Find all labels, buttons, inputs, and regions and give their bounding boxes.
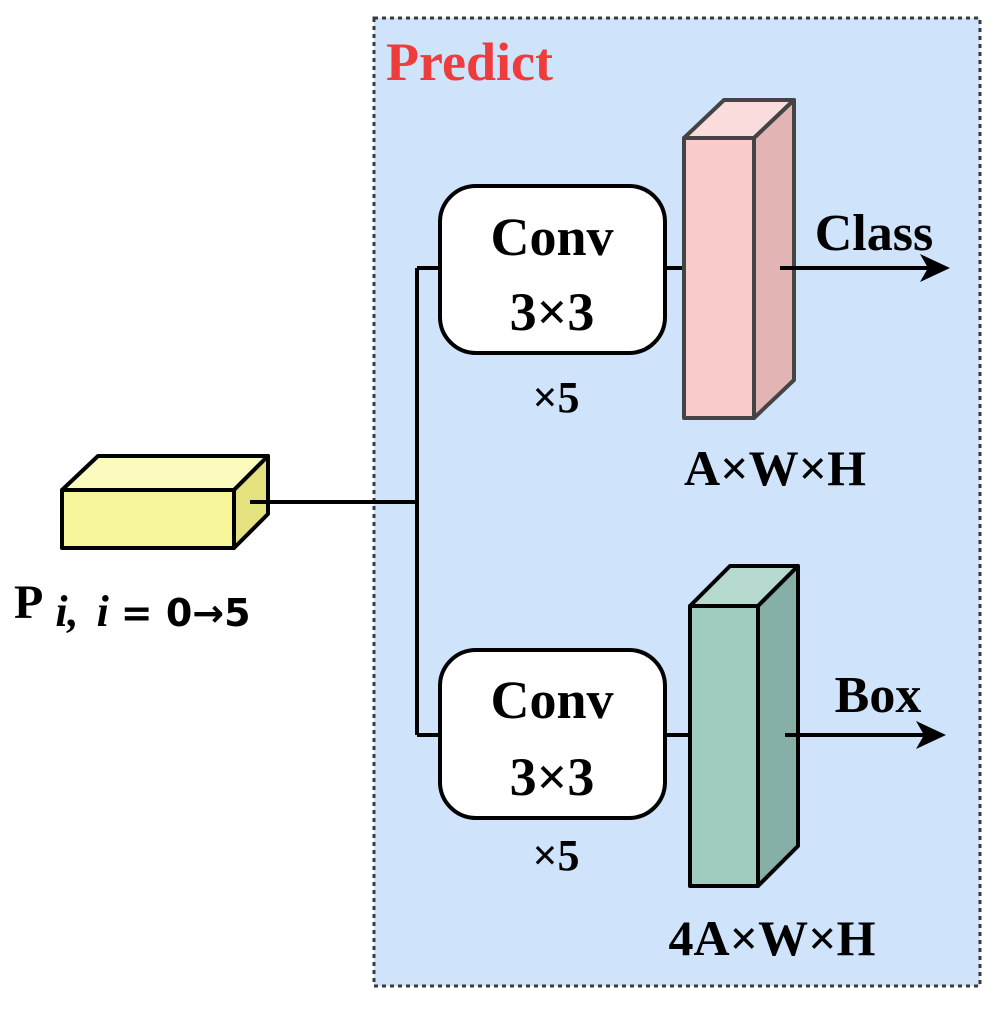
class-arrowhead: [920, 254, 950, 282]
predict-title: Predict: [386, 32, 553, 92]
box-output-tensor: [688, 564, 800, 888]
box-conv-label: Conv: [490, 670, 613, 730]
class-repeat-label: ×5: [532, 373, 579, 422]
box-output-shape: 4A×W×H: [669, 910, 876, 966]
box-conv-box: [438, 648, 667, 820]
class-output-tensor: [682, 98, 796, 420]
box-arrow-label: Box: [835, 667, 922, 724]
class-conv-kernel: 3×3: [510, 282, 595, 342]
predict-panel: [372, 16, 982, 988]
class-arrow-label: Class: [815, 205, 933, 262]
input-label: P i, i = 0→5: [14, 576, 251, 637]
class-conv-label: Conv: [490, 207, 613, 267]
class-output-shape: A×W×H: [684, 440, 866, 496]
class-branch: Conv 3×3 ×5 A×W×H Class: [438, 98, 950, 496]
class-conv-box: [438, 184, 667, 355]
box-repeat-label: ×5: [532, 831, 579, 880]
box-branch: Conv 3×3 ×5 4A×W×H Box: [438, 564, 946, 966]
input-feature-block: [60, 454, 270, 550]
input-label-sub: i,: [55, 587, 78, 636]
box-arrowhead: [916, 721, 946, 749]
input-label-i: i: [97, 587, 110, 636]
input-label-p: P: [14, 576, 43, 629]
input-label-rest: = 0→5: [121, 591, 251, 635]
box-conv-kernel: 3×3: [510, 747, 595, 807]
connectors: [255, 266, 690, 737]
